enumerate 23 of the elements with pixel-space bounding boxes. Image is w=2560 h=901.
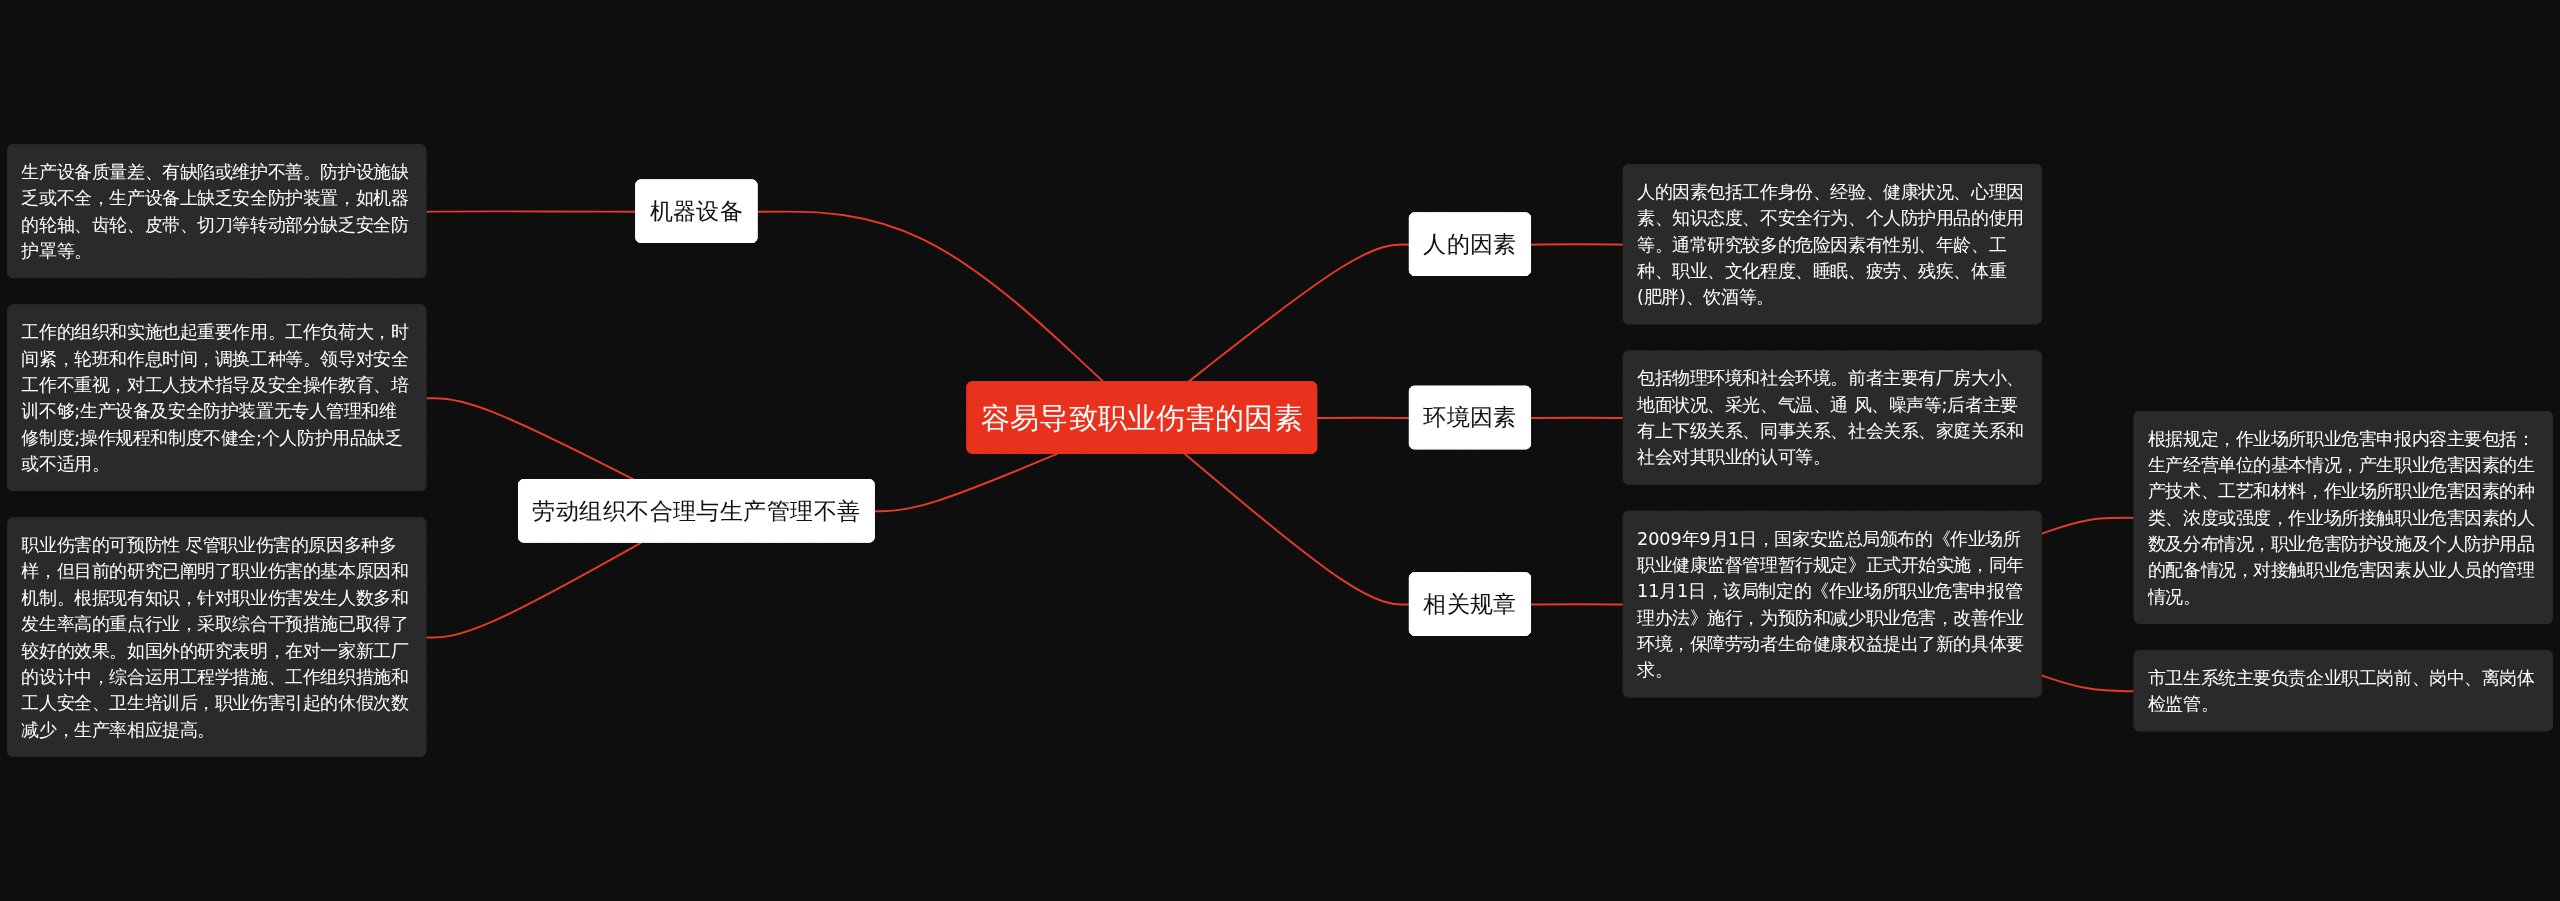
connector-line	[2040, 516, 2136, 535]
central-topic-box: 容易导致职业伤害的因素	[966, 381, 1318, 454]
note-box: 生产设备质量差、有缺陷或维护不善。防护设施缺乏或不全，生产设备上缺乏安全防护装置，如机器的轮轴、齿轮、皮带、切刀等转动部分缺乏安全防护罩等。	[7, 144, 427, 279]
connector-line	[1316, 416, 1411, 419]
note-box: 市卫生系统主要负责企业职工岗前、岗中、离岗体检监管。	[2133, 650, 2553, 732]
topic-box: 环境因素	[1408, 385, 1531, 450]
connector-line	[873, 452, 1059, 513]
topic-box: 人的因素	[1408, 212, 1531, 276]
topic-box: 劳动组织不合理与生产管理不善	[518, 479, 875, 543]
connector-line	[1183, 452, 1411, 606]
note-box: 人的因素包括工作身份、经验、健康状况、心理因素、知识态度、不安全行为、个人防护用品的使用等。通常研究较多的危险因素有性别、年龄、工种、职业、文化程度、睡眠、疲劳、残疾、体重(肥胖)、饮酒等。	[1622, 164, 2042, 325]
note-box: 职业伤害的可预防性 尽管职业伤害的原因多种多样，但目前的研究已阐明了职业伤害的基本原因和机制。根据现有知识，针对职业伤害发生人数多和发生率高的重点行业，采取综合干预措施已取得了较好的效果。如国外的研究表明，在对一家新工厂的设计中，综合运用工程学措施、工作组织措施和工人安全、卫生培训后，职业伤害引起的休假次数减少，生产率相应提高。	[7, 517, 427, 757]
connector-line	[1530, 243, 1625, 246]
note-box: 根据规定，作业场所职业危害申报内容主要包括：生产经营单位的基本情况，产生职业危害因素的生产技术、工艺和材料，作业场所职业危害因素的种类、浓度或强度，作业场所接触职业危害因素的人数及分布情况，职业危害防护设施及个人防护用品的配备情况，对接触职业危害因素从业人员的管理情况。	[2133, 410, 2553, 624]
note-box: 包括物理环境和社会环境。前者主要有厂房大小、地面状况、采光、气温、通 风、噪声等;后者主要有上下级关系、同事关系、社会关系、家庭关系和社会对其职业的认可等。	[1622, 350, 2042, 485]
connector-line	[1530, 416, 1625, 419]
connector-line	[2040, 674, 2136, 693]
topic-box: 相关规章	[1408, 572, 1531, 636]
note-box: 工作的组织和实施也起重要作用。工作负荷大，时间紧，轮班和作息时间，调换工种等。领导对安全工作不重视，对工人技术指导及安全操作教育、培训不够;生产设备及安全防护装置无专人管理和维修制度;操作规程和制度不健全;个人防护用品缺乏或不适用。	[7, 304, 427, 492]
connector-line	[1530, 603, 1625, 606]
note-box: 2009年9月1日，国家安监总局颁布的《作业场所职业健康监督管理暂行规定》正式开始实施，同年11月1日，该局制定的《作业场所职业危害申报管理办法》施行，为预防和减少职业危害，改善作业环境，保障劳动者生命健康权益提出了新的具体要求。	[1622, 510, 2042, 698]
connector-line	[425, 541, 643, 639]
topic-box: 机器设备	[635, 179, 758, 243]
